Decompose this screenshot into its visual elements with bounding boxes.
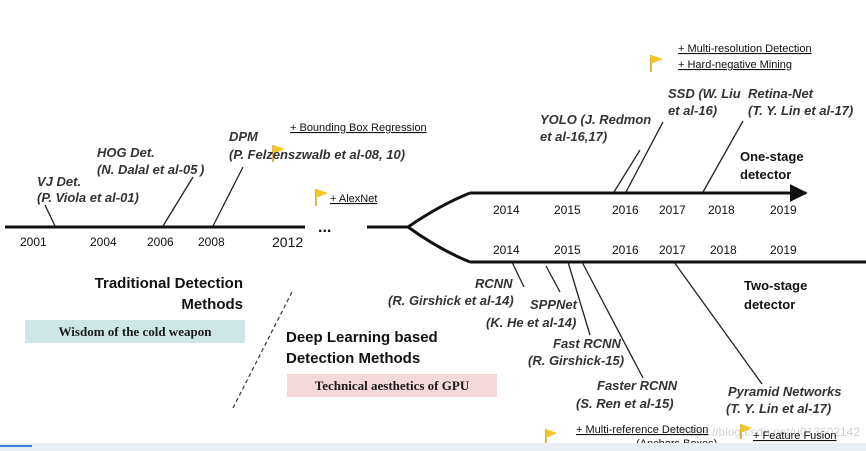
one-stage-year-label: 2016: [612, 203, 639, 217]
ssd-line2: et al-16): [668, 103, 717, 118]
dpm-authors: (P. Felzenszwalb et al-08, 10): [229, 147, 405, 162]
dpm-connector: [212, 166, 244, 227]
rcnn-connector: [511, 261, 525, 288]
two-stage-year-label: 2016: [612, 243, 639, 257]
one-stage-year-label: 2017: [659, 203, 686, 217]
yolo-connector: [613, 149, 641, 193]
hog-connector: [162, 176, 194, 227]
era-separator: [232, 289, 294, 409]
dpm-note: + Bounding Box Regression: [290, 122, 427, 134]
ssd-connector: [625, 121, 664, 193]
fpn-authors: (T. Y. Lin et al-17): [726, 401, 831, 416]
year-label-2012: 2012: [272, 234, 303, 250]
watermark: https://blog.csdn.net/u013602142: [683, 425, 861, 439]
flag-icon: [650, 55, 663, 72]
two-stage-year-label: 2019: [770, 243, 797, 257]
multi-reference-note: + Multi-reference Detection: [576, 424, 708, 436]
sppnet-name: SPPNet: [530, 297, 578, 312]
faster-rcnn-name: Faster RCNN: [597, 378, 678, 393]
one-stage-year-label: 2015: [554, 203, 581, 217]
fork-upper-branch: [407, 191, 471, 229]
year-label: 2008: [198, 235, 225, 249]
yolo-line2: et al-16,17): [540, 129, 607, 144]
ssd-line1: SSD (W. Liu: [668, 86, 741, 101]
one-stage-year-label: 2014: [493, 203, 520, 217]
video-progress-fill: [0, 445, 32, 447]
rcnn-name: RCNN: [475, 276, 513, 291]
video-progress-track[interactable]: [0, 443, 866, 451]
two-stage-title-line1: Two-stage: [744, 278, 807, 293]
traditional-subtitle: Wisdom of the cold weapon: [58, 323, 212, 339]
two-stage-year-label: 2014: [493, 243, 520, 257]
feature-fusion-note: + Feature Fusion: [753, 430, 836, 442]
retina-line1: Retina-Net: [748, 86, 814, 101]
deep-learning-title-line2: Detection Methods: [286, 350, 420, 367]
multi-resolution-note: + Multi-resolution Detection: [678, 43, 812, 55]
fork-lower-branch: [407, 225, 471, 264]
sppnet-connector: [545, 265, 561, 293]
one-stage-title-line2: detector: [740, 167, 791, 182]
faster-rcnn-connector: [581, 261, 644, 379]
dpm-name: DPM: [229, 129, 259, 144]
fast-rcnn-authors: (R. Girshick-15): [528, 353, 624, 368]
fast-rcnn-connector: [567, 261, 591, 336]
vj-name: VJ Det.: [37, 174, 81, 189]
year-label: 2006: [147, 235, 174, 249]
one-stage-year-label: 2019: [770, 203, 797, 217]
flag-icon: [545, 429, 557, 444]
hog-authors: (N. Dalal et al-05 ): [97, 162, 204, 177]
traditional-title-line1: Traditional Detection: [95, 275, 243, 292]
traditional-subtitle-box: Wisdom of the cold weapon: [25, 320, 245, 343]
year-label: 2004: [90, 235, 117, 249]
traditional-title-line2: Methods: [181, 296, 243, 313]
deep-learning-subtitle-box: Technical aesthetics of GPU: [287, 374, 497, 397]
hard-negative-note: + Hard-negative Mining: [678, 59, 792, 71]
flag-icon: [272, 145, 285, 162]
vj-connector: [44, 204, 56, 227]
fpn-connector: [673, 261, 763, 385]
deep-learning-subtitle: Technical aesthetics of GPU: [314, 377, 470, 393]
retina-connector: [702, 120, 744, 193]
rcnn-authors: (R. Girshick et al-14): [388, 293, 514, 308]
alexnet-note: + AlexNet: [330, 193, 377, 205]
year-label: 2001: [20, 235, 47, 249]
one-stage-year-label: 2018: [708, 203, 735, 217]
two-stage-year-label: 2017: [659, 243, 686, 257]
yolo-line1: YOLO (J. Redmon: [540, 112, 651, 127]
retina-line2: (T. Y. Lin et al-17): [748, 103, 853, 118]
sppnet-authors: (K. He et al-14): [486, 315, 576, 330]
deep-learning-title-line1: Deep Learning based: [286, 329, 438, 346]
vj-authors: (P. Viola et al-01): [37, 190, 139, 205]
fpn-name: Pyramid Networks: [728, 384, 841, 399]
two-stage-title-line2: detector: [744, 297, 795, 312]
flag-icon: [740, 424, 752, 439]
faster-rcnn-authors: (S. Ren et al-15): [576, 396, 674, 411]
flag-icon: [315, 189, 328, 206]
timeline-ellipsis: ...: [318, 219, 331, 236]
fast-rcnn-name: Fast RCNN: [553, 336, 622, 351]
one-stage-title-line1: One-stage: [740, 149, 804, 164]
hog-name: HOG Det.: [97, 145, 155, 160]
two-stage-year-label: 2018: [710, 243, 737, 257]
two-stage-year-label: 2015: [554, 243, 581, 257]
